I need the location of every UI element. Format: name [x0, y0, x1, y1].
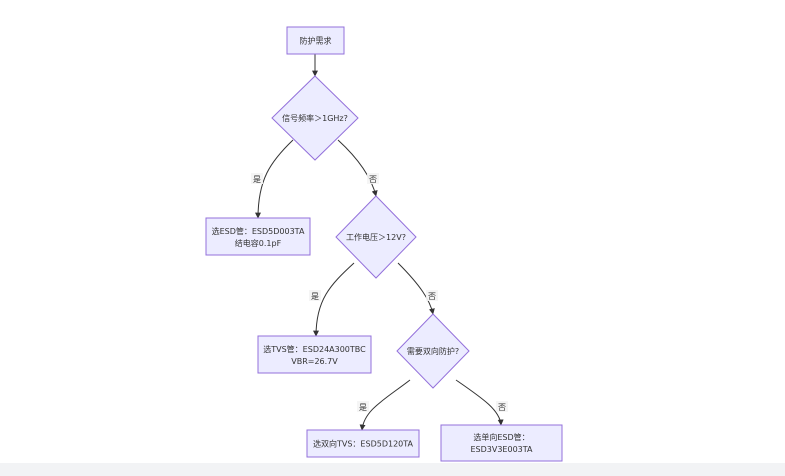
svg-text:否: 否 [498, 403, 506, 412]
edge-q1-esd [255, 139, 294, 219]
edge-q3-bidir [359, 379, 411, 431]
svg-text:选双向TVS：ESD5D120TA: 选双向TVS：ESD5D120TA [313, 439, 414, 449]
bottom-bar [0, 463, 785, 476]
svg-text:结电容0.1pF: 结电容0.1pF [235, 238, 282, 248]
svg-text:选ESD管：ESD5D003TA: 选ESD管：ESD5D003TA [212, 226, 305, 236]
edge-label-q1-no: 否 [367, 173, 379, 184]
edge-label-q3-no: 否 [496, 401, 508, 412]
node-unidir-esd: 选单向ESD管： ESD3V3E003TA [440, 424, 563, 462]
svg-text:是: 是 [253, 175, 261, 184]
node-q3-decision: 需要双向防护? [396, 313, 470, 389]
node-esd-low-cap: 选ESD管：ESD5D003TA 结电容0.1pF [205, 217, 311, 256]
node-tvs: 选TVS管：ESD24A300TBC VBR=26.7V [257, 335, 372, 374]
svg-text:选单向ESD管：: 选单向ESD管： [473, 432, 529, 442]
node-start: 防护需求 [286, 26, 345, 55]
svg-text:需要双向防护?: 需要双向防护? [407, 346, 459, 356]
node-q2-decision: 工作电压＞12V? [335, 195, 417, 279]
edge-label-q1-yes: 是 [251, 173, 263, 184]
svg-text:是: 是 [359, 403, 367, 412]
node-bidir-tvs: 选双向TVS：ESD5D120TA [306, 429, 420, 458]
edge-q3-unidir [455, 379, 504, 426]
svg-text:否: 否 [369, 175, 377, 184]
svg-text:防护需求: 防护需求 [300, 36, 332, 46]
node-q1-decision: 信号频率＞1GHz? [271, 75, 359, 161]
edge-label-q2-no: 否 [426, 290, 438, 301]
svg-text:VBR=26.7V: VBR=26.7V [291, 357, 338, 366]
svg-text:是: 是 [311, 292, 319, 301]
edge-q1-q2 [337, 139, 378, 197]
edge-label-q3-yes: 是 [357, 401, 369, 412]
svg-text:选TVS管：ESD24A300TBC: 选TVS管：ESD24A300TBC [263, 344, 366, 354]
edge-q2-tvs [313, 262, 355, 337]
edge-label-q2-yes: 是 [309, 290, 321, 301]
svg-text:工作电压＞12V?: 工作电压＞12V? [346, 232, 406, 242]
svg-text:否: 否 [428, 292, 436, 301]
svg-text:信号频率＞1GHz?: 信号频率＞1GHz? [282, 113, 348, 123]
edge-q2-q3 [397, 262, 435, 315]
svg-text:ESD3V3E003TA: ESD3V3E003TA [470, 445, 533, 454]
